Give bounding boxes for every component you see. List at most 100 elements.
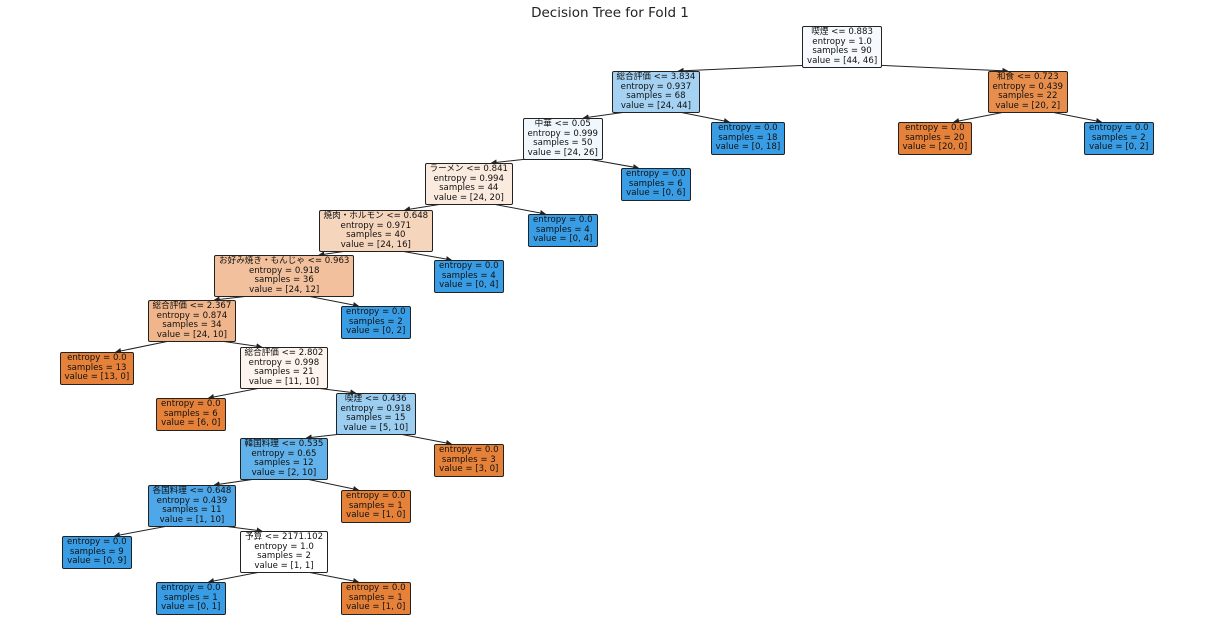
node-line: value = [1, 0] (346, 602, 406, 613)
node-line: entropy = 0.918 (340, 403, 412, 414)
node-line: value = [24, 10] (156, 329, 228, 340)
node-line: value = [0, 6] (626, 188, 686, 199)
node-line: samples = 22 (998, 91, 1058, 102)
node-line: 焼肉・ホルモン <= 0.648 (323, 211, 429, 221)
node-line: samples = 13 (67, 362, 127, 373)
node-line: entropy = 0.0 (161, 399, 221, 409)
node-line: entropy = 0.439 (992, 81, 1064, 92)
node-line: samples = 44 (439, 183, 499, 194)
node-line: value = [1, 10] (159, 514, 225, 525)
node-line: value = [0, 1] (161, 602, 221, 613)
node-line: entropy = 0.0 (67, 353, 127, 363)
node-line: ラーメン <= 0.841 (429, 164, 509, 174)
node-line: samples = 40 (346, 230, 406, 241)
node-line: entropy = 0.439 (156, 495, 228, 506)
node-line: value = [24, 16] (340, 239, 411, 250)
node-line: value = [44, 46] (807, 55, 878, 66)
node-line: entropy = 0.971 (340, 220, 412, 231)
node-line: value = [24, 26] (527, 147, 598, 158)
node-line: value = [20, 0] (902, 142, 968, 153)
node-line: value = [0, 4] (439, 280, 499, 291)
node-line: samples = 3 (441, 454, 496, 465)
node-line: value = [2, 10] (251, 467, 317, 478)
node-line: samples = 2 (257, 551, 311, 562)
node-line: samples = 11 (162, 505, 222, 516)
node-line: 喫煙 <= 0.436 (344, 394, 407, 404)
node-line: samples = 12 (254, 458, 314, 469)
node-line: value = [1, 0] (346, 510, 406, 521)
node-line: samples = 1 (348, 500, 403, 511)
node-line: entropy = 0.0 (533, 215, 593, 225)
node-line: value = [0, 2] (1089, 142, 1149, 153)
node-line: samples = 9 (69, 546, 124, 557)
node-line: value = [13, 0] (64, 372, 130, 383)
node-line: お好み焼き・もんじゃ <= 0.963 (219, 256, 350, 266)
node-line: entropy = 1.0 (812, 36, 872, 47)
node-line: entropy = 0.874 (156, 310, 228, 321)
node-line: samples = 1 (348, 592, 403, 603)
node-line: entropy = 0.65 (251, 448, 317, 459)
node-line: samples = 15 (346, 413, 406, 424)
node-line: samples = 20 (905, 132, 965, 143)
node-line: entropy = 0.0 (1089, 123, 1149, 133)
node-line: entropy = 0.999 (527, 128, 599, 139)
node-line: value = [0, 9] (67, 556, 127, 567)
node-line: 総合評価 <= 2.367 (152, 301, 232, 311)
node-line: samples = 50 (533, 138, 593, 149)
node-line: entropy = 0.0 (626, 169, 686, 179)
node-line: entropy = 0.0 (67, 537, 127, 547)
node-line: samples = 6 (163, 408, 218, 419)
node-line: entropy = 0.0 (439, 445, 499, 455)
node-line: entropy = 0.0 (346, 583, 406, 593)
node-line: entropy = 0.0 (439, 261, 499, 271)
node-line: value = [20, 2] (995, 100, 1061, 111)
node-line: samples = 1 (163, 592, 218, 603)
node-line: samples = 4 (441, 270, 496, 281)
node-line: entropy = 0.0 (346, 307, 406, 317)
node-line: samples = 2 (348, 316, 403, 327)
node-line: 総合評価 <= 3.834 (616, 72, 696, 82)
node-line: value = [5, 10] (343, 422, 409, 433)
node-line: 予算 <= 2171.102 (245, 532, 324, 542)
node-line: entropy = 0.994 (433, 173, 504, 184)
node-line: value = [0, 18] (715, 142, 781, 153)
node-line: 喫煙 <= 0.883 (811, 27, 873, 37)
node-line: value = [24, 12] (249, 284, 320, 295)
node-line: 中華 <= 0.05 (534, 119, 591, 129)
node-line: entropy = 0.0 (718, 123, 778, 133)
node-line: value = [11, 10] (248, 376, 320, 387)
node-line: samples = 2 (1091, 132, 1146, 143)
node-line: value = [0, 2] (346, 326, 406, 337)
node-line: samples = 36 (254, 275, 314, 286)
node-line: entropy = 0.998 (248, 357, 320, 368)
node-line: value = [24, 20] (433, 192, 504, 203)
node-line: 総合評価 <= 2.802 (244, 348, 324, 358)
node-line: value = [1, 1] (254, 560, 314, 571)
node-line: entropy = 0.937 (620, 81, 692, 92)
